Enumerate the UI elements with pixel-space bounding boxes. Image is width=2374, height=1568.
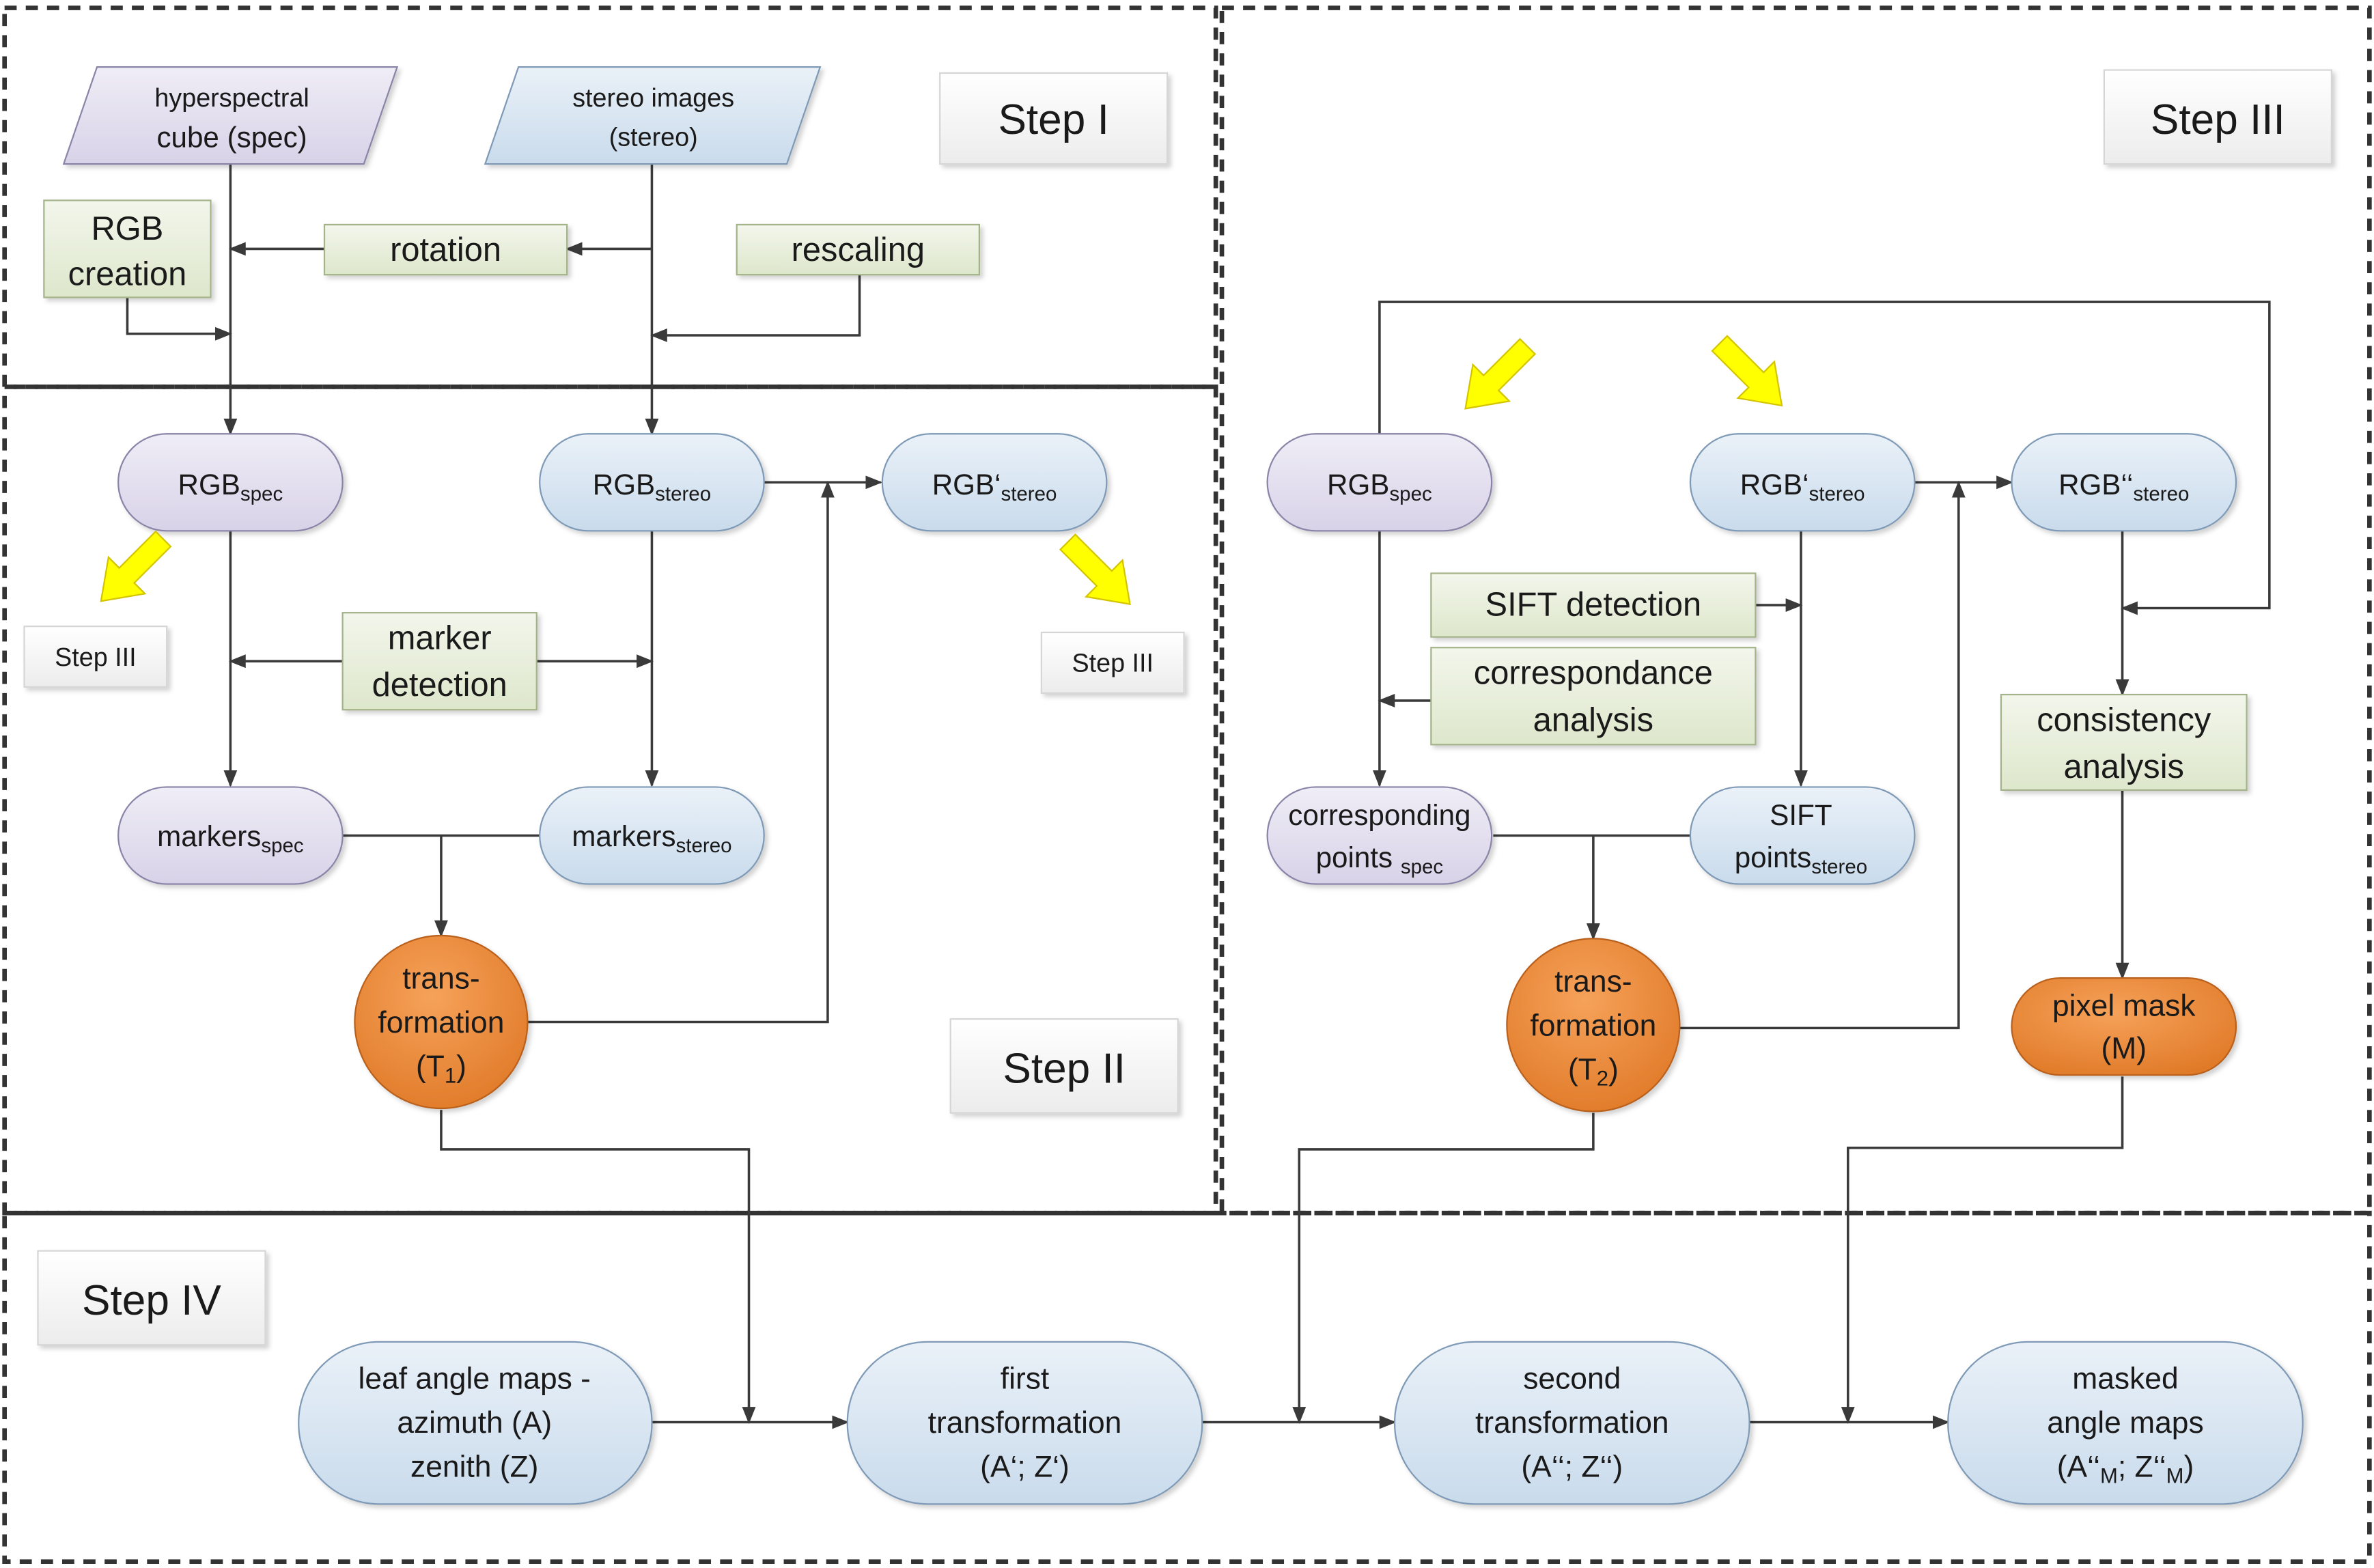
step3-ref-right: Step III	[1072, 649, 1154, 677]
svg-text:points spec: points spec	[1316, 841, 1444, 878]
input-stereo-images: stereo images (stereo)	[484, 66, 822, 165]
svg-text:rescaling: rescaling	[792, 232, 925, 268]
svg-text:leaf angle maps -: leaf angle maps -	[359, 1362, 591, 1396]
step4-label-box	[37, 1250, 266, 1346]
svg-text:transformation: transformation	[928, 1406, 1122, 1440]
svg-text:transformation: transformation	[1475, 1406, 1669, 1440]
svg-text:analysis: analysis	[1533, 701, 1653, 738]
svg-text:trans-: trans-	[1554, 965, 1632, 998]
step3-label: Step III	[2151, 96, 2285, 143]
region-borders	[2, 5, 2372, 1565]
step1-label-box	[939, 72, 1169, 165]
node-transformation-t1: trans- formation (T1)	[354, 934, 529, 1110]
svg-text:marker: marker	[388, 619, 492, 656]
node-sift-points: SIFT pointsstereo	[1689, 786, 1916, 885]
step1-region	[2, 5, 1218, 389]
svg-text:corresponding: corresponding	[1288, 799, 1470, 831]
step3-ref-left: Step III	[55, 643, 137, 671]
svg-text:SIFT: SIFT	[1770, 799, 1832, 831]
input-hyperspectral: hyperspectral cube (spec)	[62, 66, 399, 165]
down-right-arrow-icon	[1059, 533, 1131, 606]
svg-text:stereo images: stereo images	[572, 83, 734, 112]
svg-text:RGBstereo: RGBstereo	[593, 468, 711, 505]
svg-text:first: first	[1001, 1362, 1049, 1396]
step3-ref-left-box	[23, 626, 168, 688]
svg-text:RGBspec: RGBspec	[178, 468, 283, 505]
svg-text:RGBspec: RGBspec	[1327, 468, 1432, 505]
process-rgb-creation: RGB creation	[43, 199, 212, 298]
svg-text:formation: formation	[1530, 1009, 1656, 1042]
svg-text:(A‘‘; Z‘‘): (A‘‘; Z‘‘)	[1521, 1450, 1623, 1483]
node-rgb-prime-stereo: RGB‘stereo	[881, 433, 1108, 532]
svg-text:(A‘; Z‘): (A‘; Z‘)	[980, 1450, 1070, 1483]
svg-text:consistency: consistency	[2037, 701, 2211, 738]
svg-text:hyperspectral: hyperspectral	[154, 83, 309, 112]
node-rgb-spec-step3: RGBspec	[1266, 433, 1493, 532]
node-rgb-prime-stereo-step3: RGB‘stereo	[1689, 433, 1916, 532]
node-transformation-t2: trans- formation (T2)	[1506, 938, 1681, 1112]
node-masked-angle-maps: masked angle maps (A‘‘M; Z‘‘M)	[1947, 1341, 2304, 1505]
node-rgb-stereo: RGBstereo	[539, 433, 765, 532]
node-markers-stereo: markersstereo	[539, 786, 765, 885]
step3-ref-right-box	[1040, 631, 1185, 694]
process-correspondance-analysis: correspondance analysis	[1430, 647, 1757, 746]
step2-label-box	[949, 1018, 1179, 1114]
down-left-arrow-icon	[100, 530, 172, 602]
step4-label: Step IV	[82, 1277, 221, 1324]
svg-text:creation: creation	[68, 256, 187, 293]
process-sift-detection: SIFT detection	[1430, 572, 1757, 638]
svg-text:(stereo): (stereo)	[609, 123, 698, 152]
connectors	[126, 164, 2271, 1429]
step3-label-box	[2103, 69, 2332, 165]
svg-text:RGB‘stereo: RGB‘stereo	[932, 468, 1057, 505]
svg-text:second: second	[1523, 1362, 1621, 1396]
svg-text:detection: detection	[372, 667, 507, 703]
svg-text:RGB‘‘stereo: RGB‘‘stereo	[2058, 468, 2189, 505]
step-labels: Step I Step III Step II Step IV Step III…	[23, 69, 2332, 1346]
svg-text:angle maps: angle maps	[2047, 1406, 2203, 1440]
svg-text:trans-: trans-	[402, 962, 479, 996]
node-markers-spec: markersspec	[117, 786, 344, 885]
svg-text:correspondance: correspondance	[1474, 655, 1713, 692]
process-rotation: rotation	[323, 223, 568, 276]
down-left-arrow-icon	[1464, 337, 1537, 410]
svg-text:analysis: analysis	[2064, 748, 2184, 785]
process-consistency-analysis: consistency analysis	[2000, 693, 2248, 791]
svg-text:(A‘‘M; Z‘‘M): (A‘‘M; Z‘‘M)	[2057, 1450, 2194, 1487]
node-corresponding-points: corresponding points spec	[1266, 786, 1493, 885]
step4-region	[2, 1210, 2372, 1565]
svg-text:rotation: rotation	[390, 232, 501, 268]
svg-text:cube (spec): cube (spec)	[156, 122, 307, 154]
svg-text:(T1): (T1)	[416, 1050, 466, 1087]
svg-text:pointsstereo: pointsstereo	[1735, 841, 1868, 878]
step2-label: Step II	[1003, 1045, 1126, 1092]
process-rescaling: rescaling	[736, 223, 981, 276]
svg-text:RGB‘stereo: RGB‘stereo	[1740, 468, 1865, 505]
svg-text:RGB: RGB	[92, 210, 164, 247]
step1-label: Step I	[998, 96, 1108, 143]
process-marker-detection: marker detection	[341, 612, 537, 711]
node-rgb-dprime-stereo: RGB‘‘stereo	[2011, 433, 2237, 532]
node-pixel-mask: pixel mask (M)	[2011, 977, 2237, 1076]
yellow-arrows	[100, 335, 1783, 606]
svg-text:pixel mask: pixel mask	[2052, 990, 2196, 1023]
node-first-transformation: first transformation (A‘; Z‘)	[846, 1341, 1203, 1505]
node-leaf-angle-maps: leaf angle maps - azimuth (A) zenith (Z)	[298, 1341, 653, 1505]
svg-text:zenith (Z): zenith (Z)	[410, 1450, 538, 1483]
svg-text:masked: masked	[2072, 1362, 2178, 1396]
svg-text:(M): (M)	[2101, 1032, 2147, 1065]
node-rgb-spec: RGBspec	[117, 433, 344, 532]
node-second-transformation: second transformation (A‘‘; Z‘‘)	[1393, 1341, 1750, 1505]
down-right-arrow-icon	[1711, 335, 1783, 407]
svg-text:(T2): (T2)	[1568, 1053, 1619, 1091]
step3-region	[1219, 5, 2372, 1216]
svg-text:formation: formation	[378, 1006, 504, 1039]
svg-text:markersspec: markersspec	[157, 820, 304, 857]
svg-text:azimuth (A): azimuth (A)	[397, 1406, 552, 1440]
svg-text:markersstereo: markersstereo	[572, 820, 731, 857]
svg-text:SIFT detection: SIFT detection	[1485, 587, 1702, 624]
